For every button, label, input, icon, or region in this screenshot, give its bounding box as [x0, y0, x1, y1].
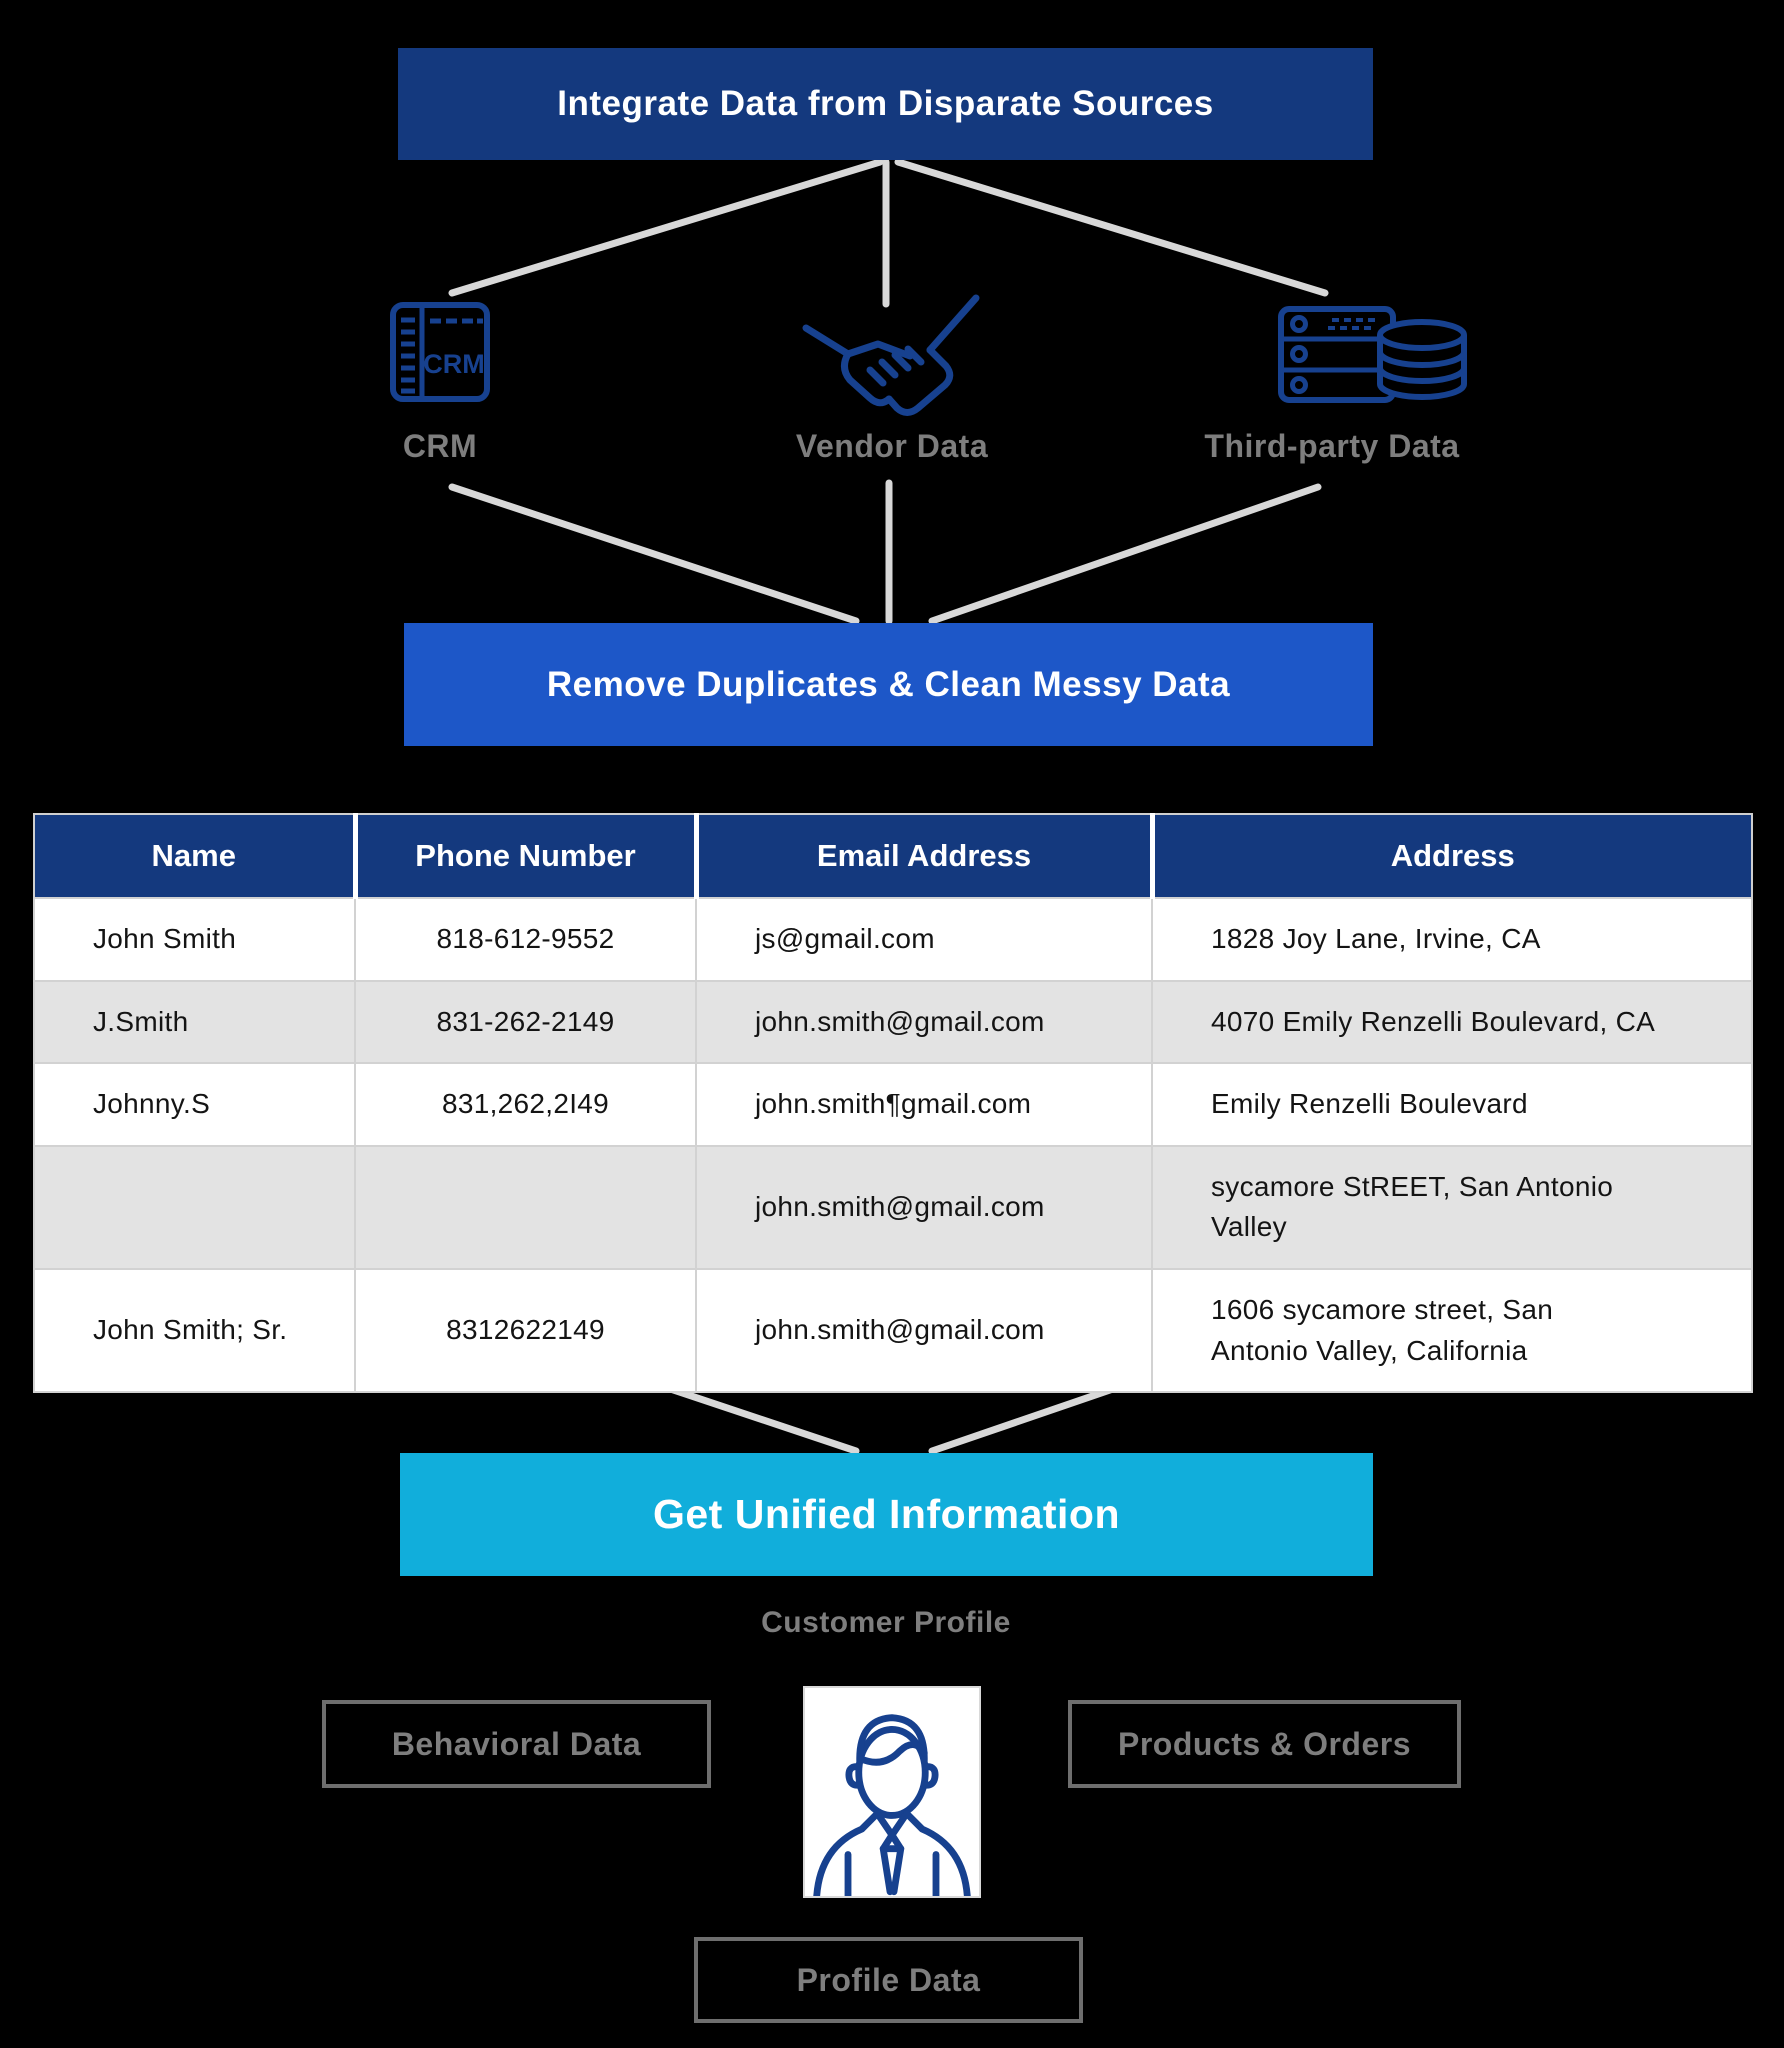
step3-banner: Get Unified Information: [400, 1453, 1373, 1576]
cell-address: 1606 sycamore street, San Antonio Valley…: [1151, 1267, 1753, 1394]
cell-address: 4070 Emily Renzelli Boulevard, CA: [1151, 979, 1753, 1065]
cell-address: Emily Renzelli Boulevard: [1151, 1062, 1753, 1147]
cell-phone: 8312622149: [354, 1267, 697, 1394]
column-header-email: Email Address: [696, 814, 1155, 898]
table-row: Johnny.S 831,262,2I49 john.smith¶gmail.c…: [33, 1062, 1753, 1147]
cell-phone: 831,262,2I49: [354, 1062, 697, 1147]
cell-name: John Smith; Sr.: [33, 1267, 356, 1394]
table-row: John Smith; Sr. 8312622149 john.smith@gm…: [33, 1267, 1753, 1394]
cell-email: john.smith@gmail.com: [695, 1267, 1153, 1394]
step3-banner-label: Get Unified Information: [652, 1491, 1121, 1537]
step2-banner-label: Remove Duplicates & Clean Messy Data: [546, 664, 1231, 704]
cell-phone: 818-612-9552: [354, 897, 697, 982]
behavioral-data-label: Behavioral Data: [391, 1725, 642, 1762]
profile-data-box: Profile Data: [694, 1937, 1083, 2023]
source-label-crm: CRM: [402, 428, 478, 464]
table-header-row: Name Phone Number Email Address Address: [34, 814, 1752, 898]
cell-name: John Smith: [33, 897, 356, 982]
messy-data-table: Name Phone Number Email Address Address …: [33, 813, 1753, 1394]
crm-icon: CRM: [388, 300, 492, 409]
behavioral-data-box: Behavioral Data: [322, 1700, 711, 1788]
cell-address: sycamore StREET, San Antonio Valley: [1151, 1144, 1753, 1270]
step1-banner-label: Integrate Data from Disparate Sources: [557, 84, 1214, 123]
svg-text:CRM: CRM: [423, 349, 485, 379]
cell-name: Johnny.S: [33, 1062, 356, 1147]
cell-email: john.smith¶gmail.com: [695, 1062, 1153, 1147]
cell-address: 1828 Joy Lane, Irvine, CA: [1151, 897, 1753, 982]
products-orders-box: Products & Orders: [1068, 1700, 1461, 1788]
cell-name: [33, 1144, 356, 1270]
source-label-third-party-data: Third-party Data: [1204, 428, 1460, 464]
table-row: john.smith@gmail.com sycamore StREET, Sa…: [33, 1144, 1753, 1270]
table-row: J.Smith 831-262-2149 john.smith@gmail.co…: [33, 979, 1753, 1065]
table-row: John Smith 818-612-9552 js@gmail.com 182…: [33, 897, 1753, 982]
cell-phone: [354, 1144, 697, 1270]
businessman-icon: [803, 1686, 981, 1898]
handshake-icon: [798, 290, 988, 425]
products-orders-label: Products & Orders: [1117, 1725, 1411, 1762]
cell-email: john.smith@gmail.com: [695, 979, 1153, 1065]
cell-email: john.smith@gmail.com: [695, 1144, 1153, 1270]
step2-banner: Remove Duplicates & Clean Messy Data: [404, 623, 1373, 746]
step1-banner: Integrate Data from Disparate Sources: [398, 48, 1373, 160]
column-header-phone: Phone Number: [355, 814, 699, 898]
source-label-vendor-data: Vendor Data: [795, 428, 989, 464]
column-header-address: Address: [1152, 814, 1752, 898]
cell-email: js@gmail.com: [695, 897, 1153, 982]
cell-name: J.Smith: [33, 979, 356, 1065]
cell-phone: 831-262-2149: [354, 979, 697, 1065]
column-header-name: Name: [34, 814, 358, 898]
customer-profile-title: Customer Profile: [761, 1606, 1011, 1639]
server-database-icon: [1276, 304, 1468, 411]
profile-data-label: Profile Data: [796, 1961, 981, 1998]
